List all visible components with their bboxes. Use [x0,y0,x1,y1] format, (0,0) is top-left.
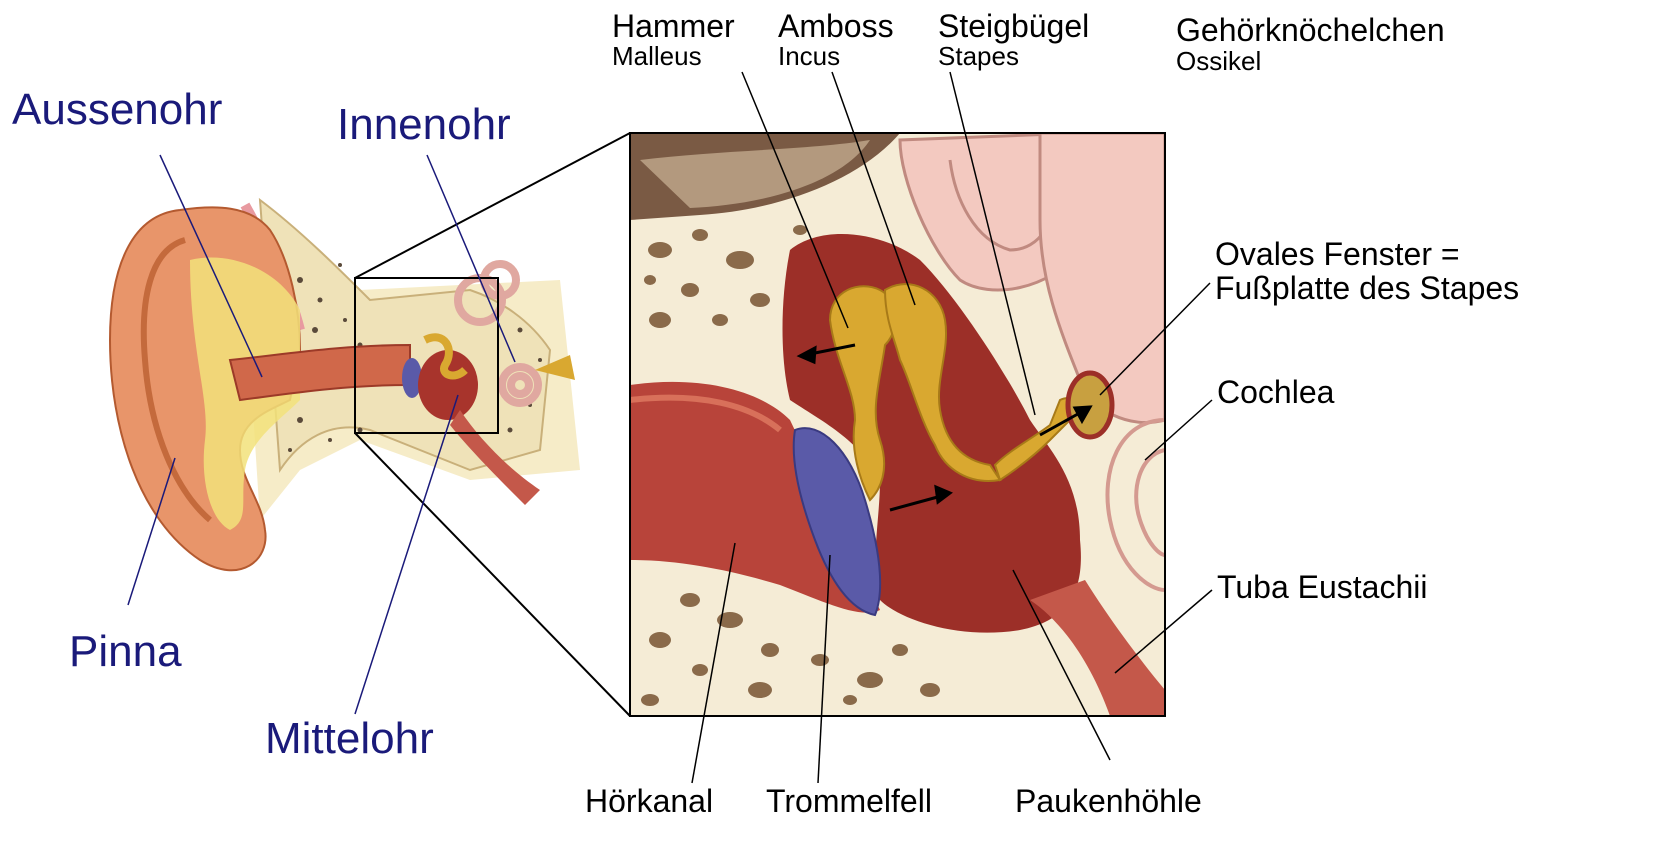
label-hammer: Hammer [612,10,735,42]
label-ovales-fenster: Ovales Fenster = [1215,238,1460,270]
label-trommelfell: Trommelfell [766,785,932,817]
label-incus: Incus [778,43,840,69]
label-paukenhoehle: Paukenhöhle [1015,785,1202,817]
label-tuba-eustachii: Tuba Eustachii [1217,571,1427,603]
label-malleus: Malleus [612,43,702,69]
label-amboss: Amboss [778,10,894,42]
label-steigbuegel: Steigbügel [938,10,1089,42]
zoom-line-top [355,133,630,278]
label-hoerkanal: Hörkanal [585,785,713,817]
detail-view [630,133,1165,716]
overview-ear [110,200,580,570]
label-cochlea: Cochlea [1217,376,1334,408]
label-stapes: Stapes [938,43,1019,69]
oval-window [1068,373,1112,437]
label-innenohr: Innenohr [337,103,511,147]
label-aussenohr: Aussenohr [12,88,222,132]
label-ossikel: Ossikel [1176,48,1261,74]
temporal-bone [260,200,550,470]
label-fussplatte: Fußplatte des Stapes [1215,272,1519,304]
label-pinna: Pinna [69,630,182,674]
label-gehoerknoechelchen: Gehörknöchelchen [1176,14,1445,46]
label-mittelohr: Mittelohr [265,717,434,761]
